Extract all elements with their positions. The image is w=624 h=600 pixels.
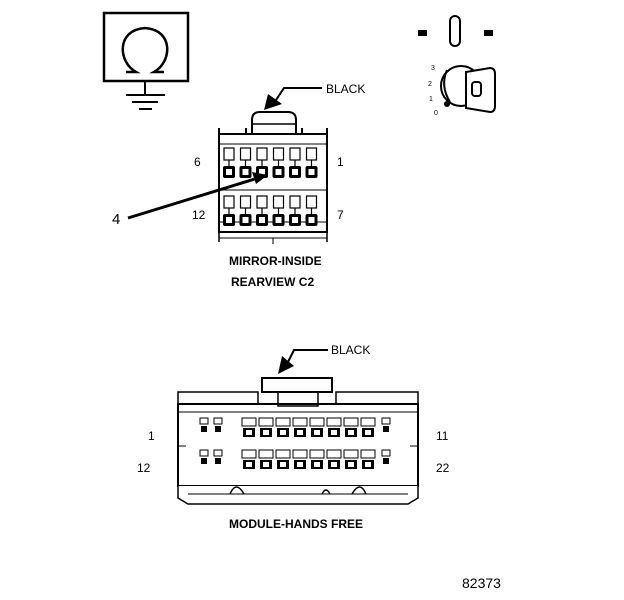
hf-bottom-terminal bbox=[213, 449, 223, 464]
c2-pin-1-label: 1 bbox=[337, 155, 344, 169]
c2-top-terminal bbox=[272, 147, 285, 178]
hf-black-arrowhead bbox=[278, 356, 294, 374]
c2-caption-line2: REARVIEW C2 bbox=[231, 275, 314, 289]
ignition-key-icon bbox=[418, 15, 496, 114]
hf-top-terminal bbox=[309, 417, 325, 437]
hf-top-terminal bbox=[258, 417, 274, 437]
hf-pin-11-label: 11 bbox=[436, 429, 449, 443]
hf-top-terminal bbox=[213, 417, 223, 432]
c2-pin-7-label: 7 bbox=[337, 208, 344, 222]
c2-bottom-terminal bbox=[256, 195, 268, 226]
key-position-2: 2 bbox=[428, 81, 432, 88]
hands-free-connector bbox=[177, 377, 419, 505]
hf-top-terminal bbox=[292, 417, 308, 437]
hf-top-terminal bbox=[241, 417, 257, 437]
c2-bottom-terminal bbox=[239, 195, 252, 226]
hf-top-terminal bbox=[360, 417, 376, 437]
hf-top-terminal bbox=[275, 417, 291, 437]
hf-black-leader bbox=[287, 349, 328, 363]
hf-top-terminal bbox=[199, 417, 209, 432]
hf-top-terminal bbox=[326, 417, 342, 437]
pin-4-callout-line bbox=[127, 176, 259, 220]
hf-bottom-terminal bbox=[292, 449, 308, 469]
hf-top-terminal bbox=[381, 417, 391, 432]
hf-bottom-terminal bbox=[381, 449, 391, 464]
hf-bottom-terminal bbox=[275, 449, 291, 469]
c2-bottom-terminal bbox=[272, 195, 285, 226]
c2-top-terminal bbox=[239, 147, 252, 178]
hf-bottom-terminal bbox=[326, 449, 342, 469]
hf-pin-1-label: 1 bbox=[148, 429, 155, 443]
pin-4-callout-label: 4 bbox=[112, 211, 120, 228]
key-position-1: 1 bbox=[429, 96, 433, 103]
c2-pin-6-label: 6 bbox=[194, 155, 201, 169]
hf-color-label: BLACK bbox=[331, 343, 370, 357]
hf-top-terminal bbox=[343, 417, 359, 437]
hf-caption: MODULE-HANDS FREE bbox=[229, 517, 363, 531]
c2-black-arrowhead bbox=[264, 94, 282, 110]
hf-pin-22-label: 22 bbox=[436, 461, 450, 475]
c2-black-leader bbox=[273, 87, 322, 104]
c2-bottom-terminal bbox=[289, 195, 301, 226]
hf-bottom-terminal bbox=[199, 449, 209, 464]
hf-bottom-terminal bbox=[360, 449, 376, 469]
c2-top-terminal bbox=[305, 147, 318, 178]
hf-bottom-terminal bbox=[343, 449, 359, 469]
figure-number: 82373 bbox=[462, 575, 501, 591]
hf-pin-12-label: 12 bbox=[137, 461, 151, 475]
key-position-0: 0 bbox=[434, 110, 438, 117]
hf-bottom-terminal bbox=[241, 449, 257, 469]
hf-bottom-terminal bbox=[258, 449, 274, 469]
c2-top-terminal bbox=[289, 147, 301, 178]
c2-caption-line1: MIRROR-INSIDE bbox=[229, 254, 322, 268]
c2-bottom-terminal bbox=[223, 195, 235, 226]
ground-symbol-icon bbox=[102, 11, 190, 110]
c2-pin-12-label: 12 bbox=[192, 208, 206, 222]
hf-bottom-terminal bbox=[309, 449, 325, 469]
c2-bottom-terminal bbox=[305, 195, 318, 226]
mirror-connector-c2 bbox=[218, 111, 328, 244]
c2-top-terminal bbox=[223, 147, 235, 178]
c2-color-label: BLACK bbox=[326, 82, 365, 96]
key-position-3: 3 bbox=[431, 65, 435, 72]
pin-4-callout-arrowhead bbox=[252, 172, 268, 184]
